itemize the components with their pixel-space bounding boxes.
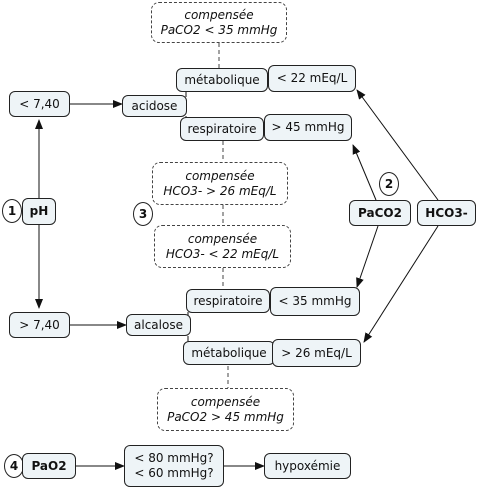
pao2-box: PaO2 <box>22 453 76 479</box>
paco2-box: PaCO2 <box>349 200 411 226</box>
pao2-threshold-60: < 60 mmHg? <box>134 466 214 480</box>
ph-low-box: < 7,40 <box>9 91 70 117</box>
respiratoire-acidose-box: respiratoire <box>180 117 264 141</box>
compensation-label: compensée <box>187 231 258 246</box>
compensation-value: PaCO2 > 45 mmHg <box>167 409 284 424</box>
step-3-badge: 3 <box>133 202 153 226</box>
compensation-box-acidose-metabolique: compensée PaCO2 < 35 mmHg <box>151 2 287 43</box>
arrow-hco3-to-low <box>356 89 439 201</box>
step-1-badge: 1 <box>2 199 22 223</box>
metabolique-alcalose-box: métabolique <box>183 341 275 365</box>
alcalose-box: alcalose <box>126 314 191 336</box>
metabolique-acidose-box: métabolique <box>176 68 268 92</box>
compensation-box-alcalose-metabolique: compensée PaCO2 > 45 mmHg <box>157 388 294 431</box>
hco3-low-box: < 22 mEq/L <box>268 65 356 92</box>
step-2-badge: 2 <box>379 172 399 196</box>
paco2-low-box: < 35 mmHg <box>270 287 360 316</box>
compensation-label: compensée <box>185 168 255 183</box>
pao2-threshold-80: < 80 mmHg? <box>134 451 214 465</box>
arrow-paco2-to-low <box>356 225 379 288</box>
pao2-threshold-box: < 80 mmHg? < 60 mmHg? <box>124 445 224 487</box>
compensation-box-acidose-respiratoire: compensée HCO3- > 26 mEq/L <box>152 162 288 205</box>
ph-high-box: > 7,40 <box>9 312 70 338</box>
ph-box: pH <box>22 198 56 225</box>
arrow-hco3-to-high <box>363 225 439 343</box>
compensation-label: compensée <box>184 7 254 22</box>
compensation-value: HCO3- < 22 mEq/L <box>165 246 280 261</box>
compensation-box-alcalose-respiratoire: compensée HCO3- < 22 mEq/L <box>154 225 291 268</box>
step-4-badge: 4 <box>4 454 24 478</box>
hco3-box: HCO3- <box>417 200 476 226</box>
hco3-high-box: > 26 mEq/L <box>272 339 361 367</box>
compensation-value: HCO3- > 26 mEq/L <box>163 183 277 198</box>
paco2-high-box: > 45 mmHg <box>264 114 352 141</box>
hypoxemie-box: hypoxémie <box>264 453 351 479</box>
compensation-value: PaCO2 < 35 mmHg <box>160 22 278 37</box>
acidose-box: acidose <box>122 95 187 117</box>
arrow-paco2-to-high <box>352 144 377 201</box>
compensation-label: compensée <box>190 394 261 409</box>
respiratoire-alcalose-box: respiratoire <box>186 289 270 313</box>
